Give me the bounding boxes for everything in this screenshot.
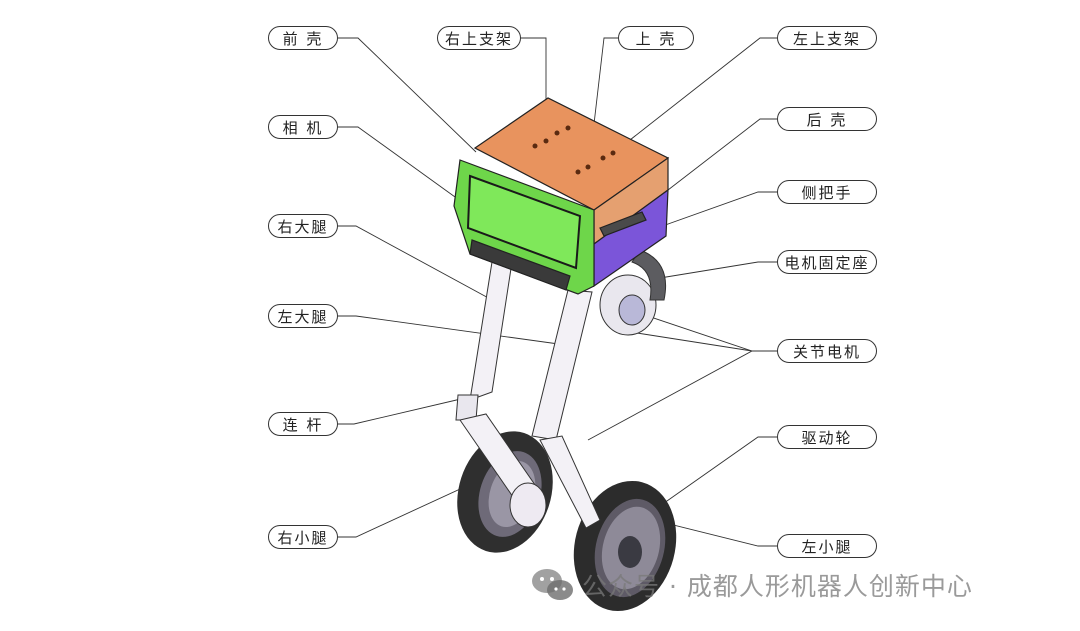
label-left-upper-bracket: 左上支架: [777, 26, 877, 50]
label-linkage: 连 杆: [268, 412, 338, 436]
label-drive-wheel: 驱动轮: [777, 425, 877, 449]
left-drive-wheel: [573, 480, 677, 612]
label-camera: 相 机: [268, 115, 338, 139]
label-rear-shell: 后 壳: [777, 107, 877, 131]
label-left-shank: 左小腿: [777, 534, 877, 558]
label-motor-mount: 电机固定座: [777, 250, 877, 274]
label-left-thigh: 左大腿: [268, 304, 338, 328]
label-right-thigh: 右大腿: [268, 214, 338, 238]
watermark-text: 公众号 · 成都人形机器人创新中心: [582, 572, 973, 601]
label-side-handle: 侧把手: [777, 180, 877, 204]
robot-body: [453, 97, 670, 295]
top-shell-holes: [532, 125, 616, 175]
label-joint-motor: 关节电机: [777, 339, 877, 363]
wechat-icon: [530, 566, 576, 604]
leader-lines: [338, 37, 777, 547]
label-top-shell: 上 壳: [618, 26, 694, 50]
legs: [455, 249, 667, 529]
label-front-shell: 前 壳: [268, 26, 338, 50]
label-right-shank: 右小腿: [268, 525, 338, 549]
watermark: 公众号 · 成都人形机器人创新中心: [530, 566, 973, 604]
label-right-upper-bracket: 右上支架: [437, 26, 521, 50]
